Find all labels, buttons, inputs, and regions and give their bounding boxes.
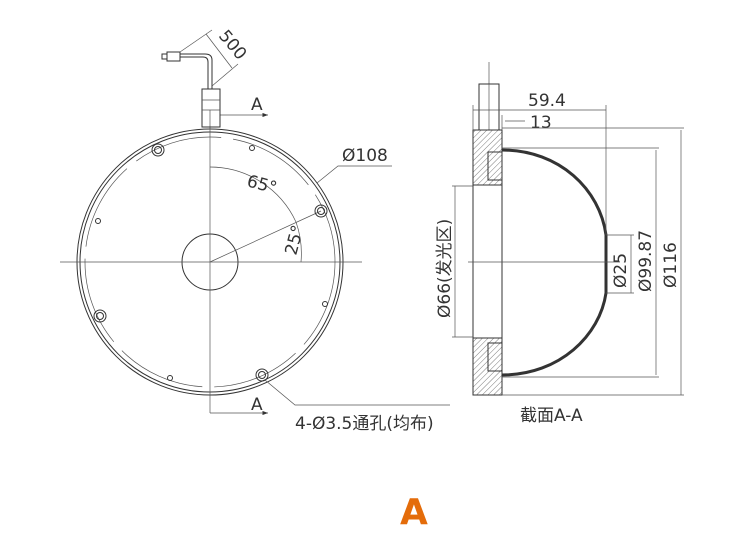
mount-holes bbox=[93, 143, 328, 382]
dome-diameter-dim: Ø99.87 bbox=[636, 230, 656, 292]
section-view: 59.4 13 Ø66(发光区) Ø25 Ø99.87 Ø116 截面A-A bbox=[435, 62, 684, 426]
mount-hole bbox=[255, 368, 269, 382]
front-view: 500 A A 65° 25° Ø108 4-Ø3.5通孔(均布) bbox=[60, 26, 450, 434]
mount-hole-inner bbox=[258, 371, 266, 379]
led-pocket bbox=[487, 151, 503, 181]
flange-dim: 13 bbox=[530, 113, 552, 133]
dome bbox=[501, 148, 608, 377]
depth-dim: 59.4 bbox=[528, 91, 566, 111]
angle-65: 65° bbox=[245, 172, 279, 199]
total-diameter-dim: Ø116 bbox=[661, 242, 681, 288]
dim-line bbox=[205, 33, 233, 69]
angle-ray bbox=[209, 210, 322, 263]
cable-gland bbox=[201, 88, 221, 128]
mount-hole-inner bbox=[154, 146, 162, 154]
angle-25: 25° bbox=[282, 223, 309, 257]
holes-leader bbox=[264, 379, 450, 406]
section-mark-top: A bbox=[251, 95, 263, 115]
plug-tip bbox=[161, 53, 168, 60]
dim-extension-line bbox=[211, 63, 239, 87]
mount-hole-inner bbox=[317, 207, 325, 215]
angle-arc-25 bbox=[295, 221, 302, 263]
cable-length-dim: 500 bbox=[214, 26, 250, 64]
dim-extension-line bbox=[179, 29, 213, 53]
small-hole bbox=[167, 375, 173, 381]
led-pocket bbox=[487, 342, 503, 372]
small-hole bbox=[95, 218, 101, 224]
mount-hole bbox=[93, 309, 107, 323]
holes-note: 4-Ø3.5通孔(均布) bbox=[295, 414, 434, 434]
emitting-diameter-dim: Ø66(发光区) bbox=[435, 219, 455, 318]
small-hole bbox=[322, 301, 328, 307]
mount-hole-inner bbox=[96, 312, 104, 320]
outer-diameter-dim: Ø108 bbox=[342, 146, 388, 166]
cable bbox=[180, 53, 213, 89]
aperture-section bbox=[472, 184, 503, 339]
mount-hole bbox=[151, 143, 165, 157]
section-caption: 截面A-A bbox=[520, 406, 583, 426]
angle-arc-65 bbox=[209, 166, 297, 223]
hole-diameter-dim: Ø25 bbox=[611, 253, 631, 288]
outer-diameter-leader bbox=[316, 165, 392, 184]
section-mark-bottom: A bbox=[251, 395, 263, 415]
plug-icon bbox=[166, 51, 181, 62]
mount-hole bbox=[314, 204, 328, 218]
model-label: A bbox=[400, 492, 428, 533]
small-hole bbox=[249, 145, 255, 151]
